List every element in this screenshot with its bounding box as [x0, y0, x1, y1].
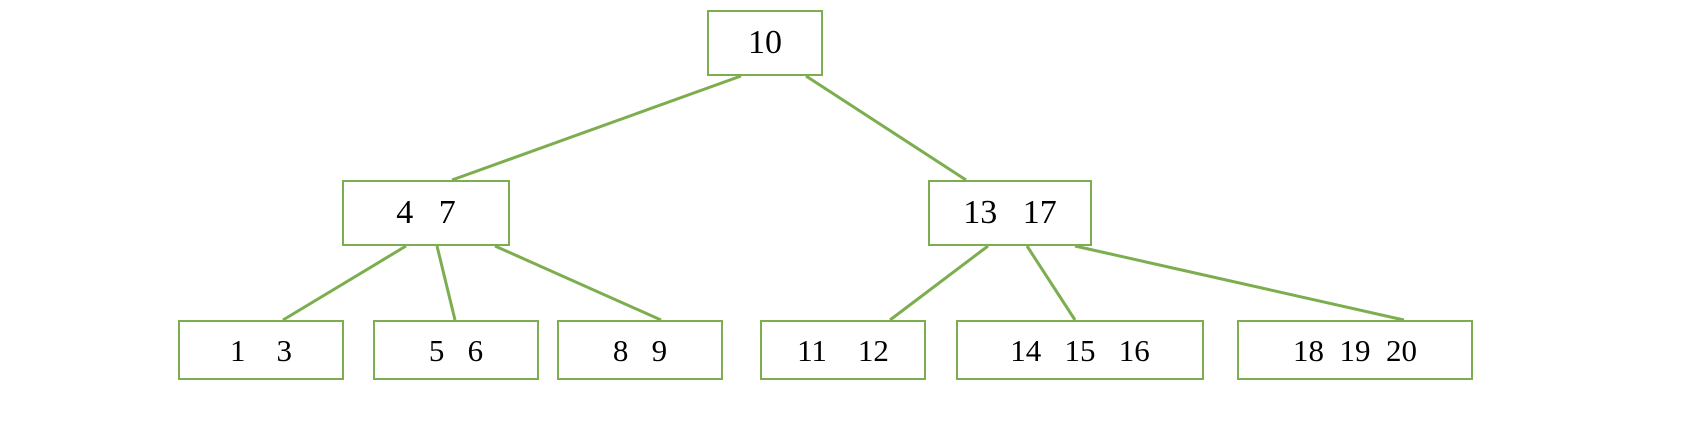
btree-node-keys: 13 17: [963, 194, 1057, 231]
btree-node-root[interactable]: 10: [707, 10, 823, 76]
tree-edge: [1025, 245, 1077, 321]
tree-edge: [805, 74, 967, 182]
btree-node-leaf-4[interactable]: 11 12: [760, 320, 926, 380]
btree-node-keys: 18 19 20: [1293, 332, 1417, 368]
btree-node-keys: 4 7: [396, 194, 456, 231]
tree-edge: [889, 244, 989, 322]
btree-node-keys: 1 3: [230, 332, 292, 368]
btree-node-keys: 5 6: [428, 332, 484, 368]
btree-node-leaf-2[interactable]: 5 6: [373, 320, 539, 380]
tree-edge: [494, 244, 662, 322]
tree-edge: [282, 244, 407, 322]
btree-node-leaf-3[interactable]: 8 9: [557, 320, 723, 380]
tree-edge: [1074, 244, 1405, 322]
btree-node-keys: 11 12: [797, 332, 889, 368]
btree-node-leaf-5[interactable]: 14 15 16: [956, 320, 1204, 380]
btree-node-leaf-1[interactable]: 1 3: [178, 320, 344, 380]
tree-edge: [435, 245, 457, 321]
btree-node-leaf-6[interactable]: 18 19 20: [1237, 320, 1473, 380]
btree-node-keys: 14 15 16: [1010, 332, 1150, 368]
tree-edge: [451, 74, 742, 182]
btree-node-internal-right[interactable]: 13 17: [928, 180, 1092, 246]
btree-node-keys: 8 9: [612, 332, 668, 368]
btree-node-keys: 10: [748, 24, 782, 61]
btree-node-internal-left[interactable]: 4 7: [342, 180, 510, 246]
